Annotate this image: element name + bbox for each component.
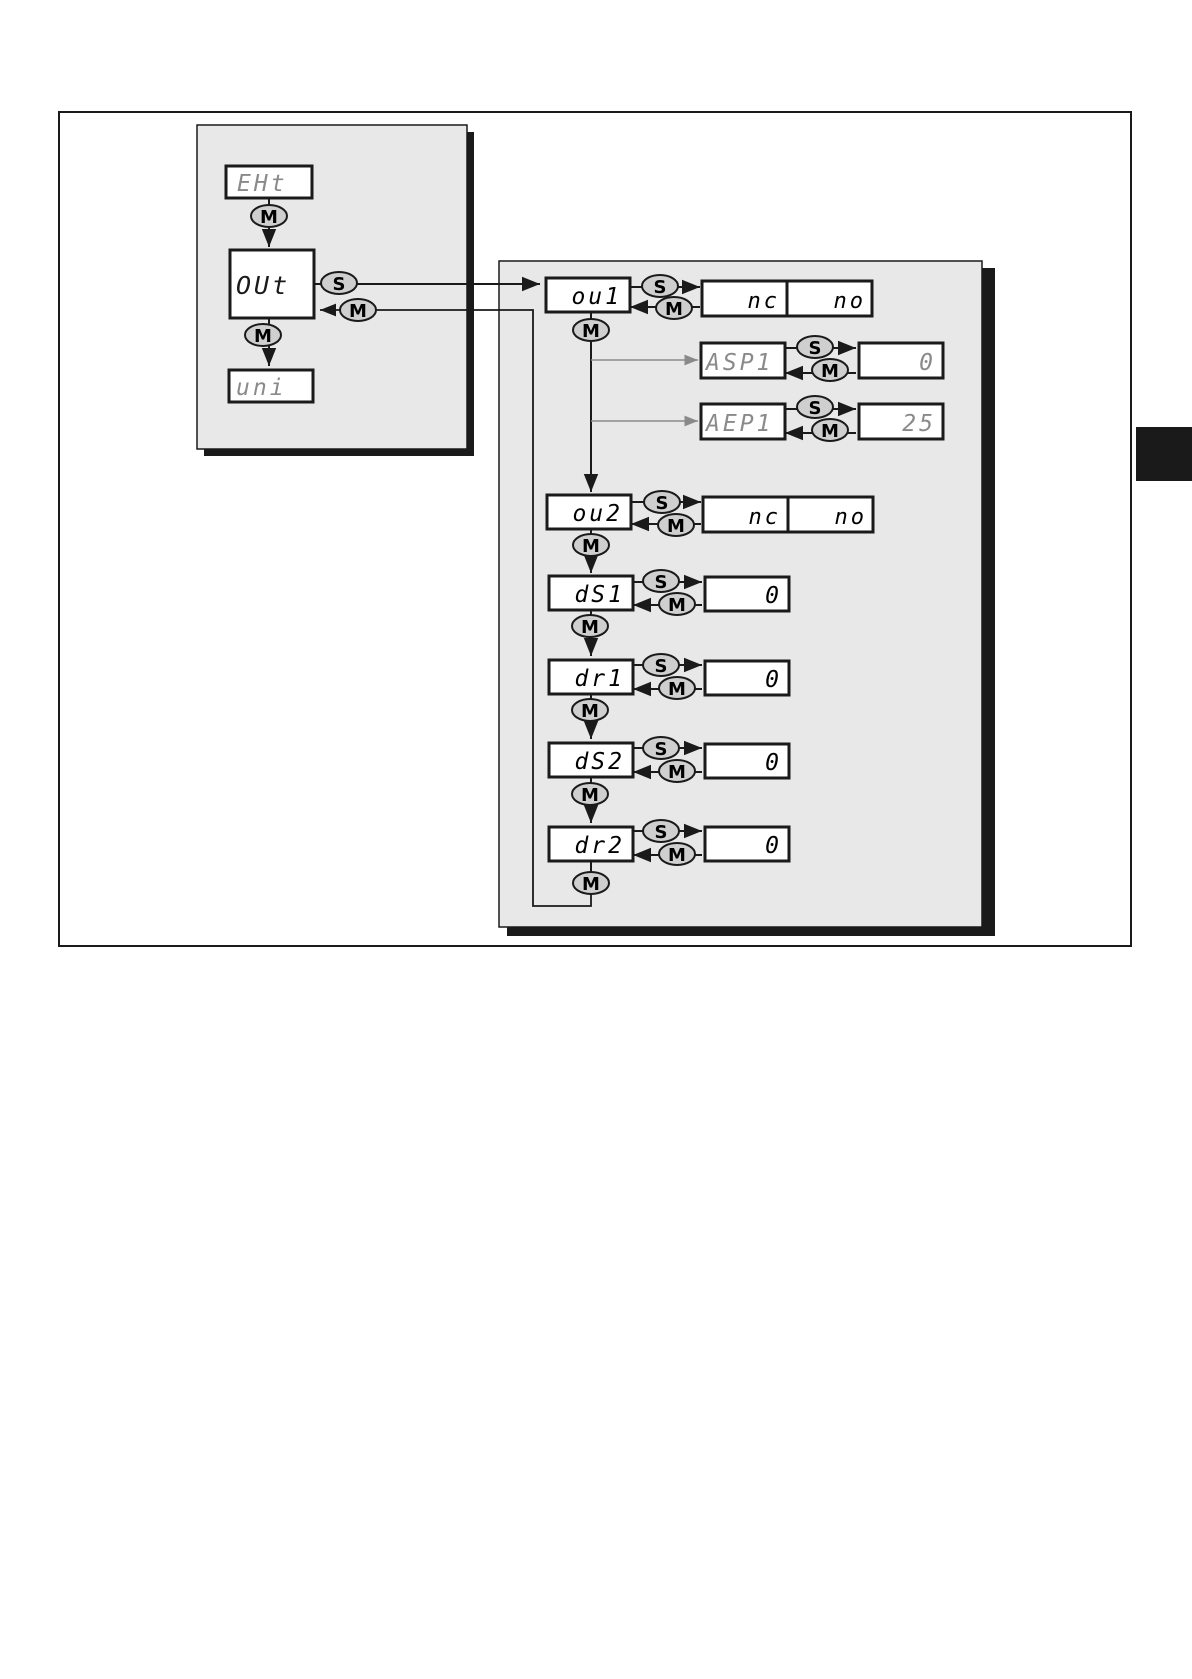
mode-button-label: M <box>668 679 686 700</box>
mode-button-ou2[interactable]: M <box>658 514 694 537</box>
display-next-text: uni <box>236 375 287 401</box>
set-button-ou1[interactable]: S <box>642 275 678 298</box>
display-asp1[interactable]: ASP1 <box>701 343 785 378</box>
set-button-ds1[interactable]: S <box>643 570 679 593</box>
option-nc: nc <box>748 289 781 314</box>
display-current-menu[interactable]: OUt <box>230 250 314 318</box>
option-no: no <box>834 289 867 314</box>
set-button-label: S <box>656 493 669 514</box>
value-ds2-text: 0 <box>765 750 782 776</box>
mode-button-label: M <box>254 326 272 347</box>
mode-button-label: M <box>821 361 839 382</box>
set-button-label: S <box>654 277 667 298</box>
set-button-label: S <box>655 656 668 677</box>
mode-button-dr1-down[interactable]: M <box>572 699 608 722</box>
set-button-label: S <box>809 398 822 419</box>
set-button-dr2[interactable]: S <box>643 820 679 843</box>
mode-button-dr2-down[interactable]: M <box>573 872 609 895</box>
mode-button-label: M <box>581 701 599 722</box>
set-button-ds2[interactable]: S <box>643 737 679 760</box>
value-dr1-text: 0 <box>765 667 782 693</box>
mode-button-label: M <box>260 207 278 228</box>
mode-button-ou1[interactable]: M <box>656 297 692 320</box>
mode-button-label: M <box>582 874 600 895</box>
value-asp1[interactable]: 0 <box>859 343 943 378</box>
option-nc: nc <box>749 505 782 530</box>
mode-button-dr1[interactable]: M <box>659 677 695 700</box>
mode-button-label: M <box>581 617 599 638</box>
value-ds2[interactable]: 0 <box>705 744 789 778</box>
set-button-enter[interactable]: S <box>321 272 357 295</box>
set-button-asp1[interactable]: S <box>797 336 833 359</box>
mode-button-label: M <box>668 845 686 866</box>
display-next-menu[interactable]: uni <box>229 370 313 402</box>
display-ou2-text: ou2 <box>572 501 623 527</box>
mode-button-asp1[interactable]: M <box>812 359 848 382</box>
mode-button-1[interactable]: M <box>251 205 287 228</box>
display-ds1[interactable]: dS1 <box>549 576 633 610</box>
set-button-label: S <box>809 338 822 359</box>
display-dr2-text: dr2 <box>574 833 625 859</box>
set-button-label: S <box>655 572 668 593</box>
display-dr2[interactable]: dr2 <box>549 827 633 861</box>
display-ou2[interactable]: ou2 <box>547 495 631 529</box>
value-dr2-text: 0 <box>765 833 782 859</box>
display-ds1-text: dS1 <box>574 582 625 608</box>
display-dr1-text: dr1 <box>574 666 625 692</box>
value-ou2[interactable]: nc no <box>703 497 873 532</box>
mode-button-ou1-down[interactable]: M <box>573 319 609 342</box>
value-ds1-text: 0 <box>765 583 782 609</box>
mode-button-label: M <box>349 301 367 322</box>
set-button-ou2[interactable]: S <box>644 491 680 514</box>
display-prev-text: EHt <box>237 171 288 197</box>
mode-button-ds1-down[interactable]: M <box>572 615 608 638</box>
value-asp1-text: 0 <box>919 350 936 376</box>
section-tab-marker <box>1136 427 1192 481</box>
display-current-text: OUt <box>236 271 290 300</box>
value-aep1[interactable]: 25 <box>859 404 943 439</box>
display-ou1[interactable]: ou1 <box>546 278 630 312</box>
mode-button-label: M <box>582 536 600 557</box>
set-button-label: S <box>333 274 346 295</box>
display-dr1[interactable]: dr1 <box>549 660 633 694</box>
mode-button-label: M <box>668 595 686 616</box>
mode-button-label: M <box>667 516 685 537</box>
value-aep1-text: 25 <box>902 411 936 437</box>
value-ou1[interactable]: nc no <box>702 281 872 316</box>
mode-button-ou2-down[interactable]: M <box>573 534 609 557</box>
set-button-aep1[interactable]: S <box>797 396 833 419</box>
mode-button-label: M <box>582 321 600 342</box>
mode-button-label: M <box>821 421 839 442</box>
display-ou1-text: ou1 <box>571 284 622 310</box>
mode-button-2[interactable]: M <box>245 324 281 347</box>
set-button-dr1[interactable]: S <box>643 654 679 677</box>
mode-button-label: M <box>581 785 599 806</box>
mode-button-label: M <box>668 762 686 783</box>
set-button-label: S <box>655 822 668 843</box>
mode-button-ds2[interactable]: M <box>659 760 695 783</box>
set-button-label: S <box>655 739 668 760</box>
display-ds2-text: dS2 <box>574 749 625 775</box>
display-aep1[interactable]: AEP1 <box>701 404 785 439</box>
display-prev-menu[interactable]: EHt <box>226 166 312 198</box>
display-asp1-text: ASP1 <box>704 350 773 376</box>
mode-button-dr2[interactable]: M <box>659 843 695 866</box>
mode-button-return[interactable]: M <box>340 299 376 322</box>
mode-button-ds1[interactable]: M <box>659 593 695 616</box>
value-dr1[interactable]: 0 <box>705 661 789 695</box>
value-ds1[interactable]: 0 <box>705 577 789 611</box>
display-aep1-text: AEP1 <box>704 411 773 437</box>
mode-button-label: M <box>665 299 683 320</box>
mode-button-ds2-down[interactable]: M <box>572 783 608 806</box>
display-ds2[interactable]: dS2 <box>549 743 633 777</box>
value-dr2[interactable]: 0 <box>705 827 789 861</box>
option-no: no <box>835 505 868 530</box>
mode-button-aep1[interactable]: M <box>812 419 848 442</box>
